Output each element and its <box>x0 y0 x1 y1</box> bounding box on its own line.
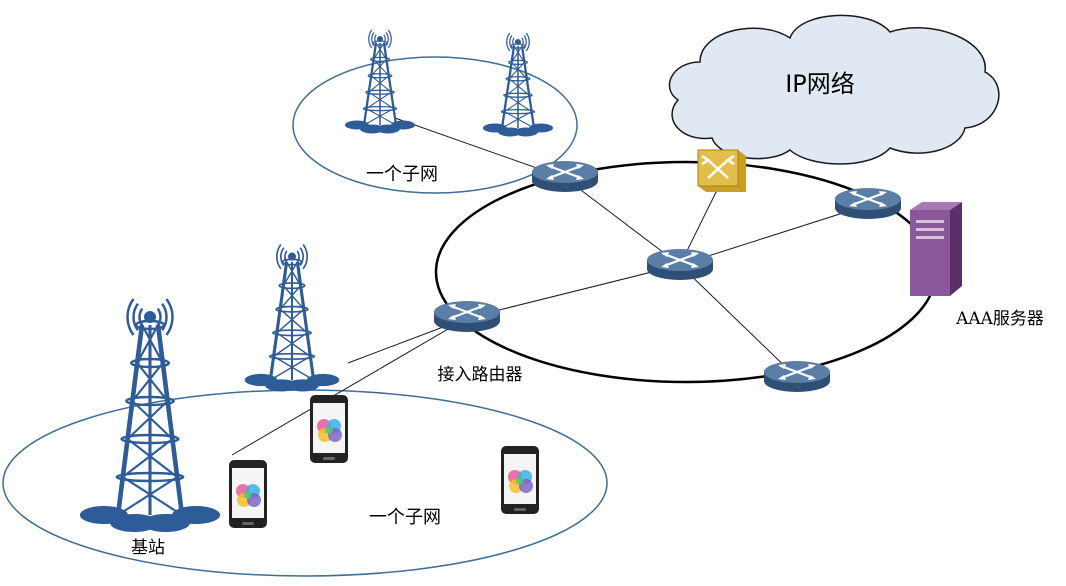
aaa-server-label: AAA服务器 <box>955 309 1044 329</box>
router-center[interactable] <box>645 247 715 282</box>
smartphone-1[interactable] <box>310 395 348 463</box>
smartphone-3[interactable] <box>501 446 539 514</box>
base-station-label: 基站 <box>131 538 165 558</box>
access-router[interactable] <box>432 299 502 334</box>
router-bottom[interactable] <box>762 359 832 394</box>
cell-towers <box>79 29 554 532</box>
access-router-label: 接入路由器 <box>438 365 523 385</box>
tower-base-station-icon <box>79 298 221 532</box>
subnet-top-outline <box>292 56 578 194</box>
switch-icon[interactable] <box>697 149 746 192</box>
router-top[interactable] <box>530 159 600 194</box>
smartphone-2[interactable] <box>229 460 267 528</box>
aaa-server[interactable] <box>910 202 962 296</box>
cloud-icon <box>668 14 1000 165</box>
server-icon <box>910 210 950 296</box>
cloud-label: IP网络 <box>785 70 855 98</box>
router-right[interactable] <box>833 186 903 221</box>
subnet-top-label: 一个子网 <box>366 164 438 185</box>
ip-network-cloud: IP网络 <box>668 14 1000 165</box>
tower-top-left-icon <box>344 29 416 134</box>
subnet-bottom-label: 一个子网 <box>369 507 441 528</box>
tower-top-right-icon <box>482 32 554 137</box>
tower-middle-icon <box>244 243 340 392</box>
